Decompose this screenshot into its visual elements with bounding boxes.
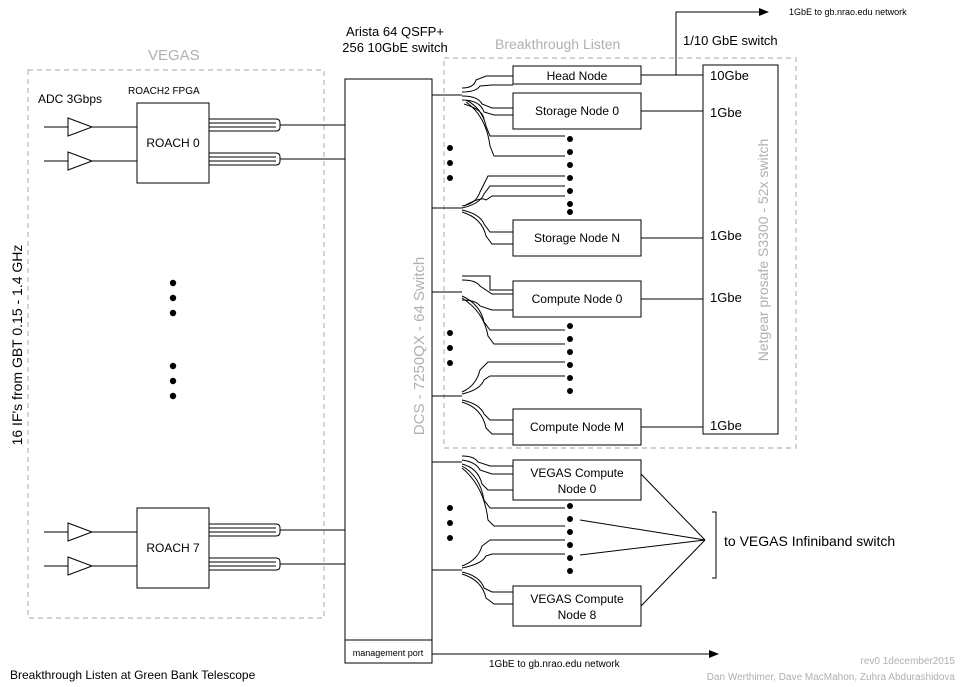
top-network-label: 1GbE to gb.nrao.edu network	[789, 7, 907, 17]
netgear-switch	[702, 64, 779, 435]
vegas-compute-node-8-line1: VEGAS Compute	[530, 592, 624, 606]
adc-inputs-bottom	[44, 522, 137, 576]
mgmt-network-label: 1GbE to gb.nrao.edu network	[489, 659, 621, 670]
bl-region	[443, 57, 797, 449]
fanout-vegas-top	[432, 455, 565, 527]
storage-node-n-label: Storage Node N	[534, 231, 620, 245]
storage-node-n-speed: 1Gbe	[710, 228, 742, 243]
head-node-label: Head Node	[547, 69, 608, 83]
arista-title-1: Arista 64 QSFP+	[346, 24, 444, 39]
roach-0-box	[136, 102, 210, 184]
ellipsis-dots-icon	[169, 362, 177, 400]
compute-node-0-speed: 1Gbe	[710, 290, 742, 305]
vegas-compute-node-8-line2: Node 8	[558, 608, 597, 622]
storage-node-n: Storage Node N 1Gbe	[512, 219, 742, 257]
storage-node-0-box	[512, 92, 642, 130]
storage-node-n-box	[512, 219, 642, 257]
bl-title: Breakthrough Listen	[495, 36, 620, 52]
compute-node-m-label: Compute Node M	[530, 420, 624, 434]
ellipsis-dots-icon	[447, 505, 453, 541]
adc-inputs-top	[44, 117, 137, 171]
ellipsis-dots-icon	[567, 136, 573, 215]
adc-triangle-icon	[67, 522, 94, 542]
ellipsis-dots-icon	[567, 503, 573, 574]
compute-node-m-speed: 1Gbe	[710, 418, 742, 433]
infiniband-label: to VEGAS Infiniband switch	[724, 533, 895, 549]
ellipsis-dots-icon	[447, 145, 453, 181]
compute-node-m-box	[512, 408, 642, 446]
storage-node-0: Storage Node 0 1Gbe	[512, 92, 742, 130]
ellipsis-dots-icon	[447, 330, 453, 366]
adc-triangle-icon	[67, 151, 94, 171]
adc-label: ADC 3Gbps	[38, 92, 102, 106]
footer-title: Breakthrough Listen at Green Bank Telesc…	[10, 668, 256, 682]
vegas-title: VEGAS	[148, 47, 200, 64]
fanout-storage-top	[432, 75, 565, 157]
fpga-label: ROACH2 FPGA	[128, 86, 200, 97]
netgear-switch-label: Netgear prosafe S3300 - 52x switch	[755, 139, 771, 362]
fanout-compute-top	[432, 275, 565, 345]
roach-0-label: ROACH 0	[146, 136, 200, 150]
roach-0-links	[209, 118, 345, 166]
compute-node-m: Compute Node M 1Gbe	[512, 408, 742, 446]
head-node-speed: 10Gbe	[710, 68, 749, 83]
roach-0: ROACH 0	[136, 102, 210, 184]
vegas-compute-node-0: VEGAS Compute Node 0	[512, 459, 642, 501]
fanout-storage-bottom	[432, 175, 565, 245]
ellipsis-dots-icon	[169, 279, 177, 317]
footer-rev: rev0 1december2015	[860, 656, 955, 667]
vegas-compute-node-0-box	[512, 459, 642, 501]
fanout-vegas-bottom	[432, 539, 565, 605]
mgmt-port-label: management port	[353, 648, 424, 658]
vegas-compute-node-8-box	[512, 585, 642, 627]
bl-switch-title: 1/10 GbE switch	[683, 33, 778, 48]
roach-7-box	[136, 507, 210, 589]
infiniband-bracket	[712, 511, 717, 579]
vegas-compute-node-0-line1: VEGAS Compute	[530, 466, 624, 480]
roach-7-label: ROACH 7	[146, 541, 200, 555]
footer-authors: Dan Werthimer, Dave MacMahon, Zuhra Abdu…	[707, 672, 956, 683]
compute-node-0-label: Compute Node 0	[532, 292, 623, 306]
adc-triangle-icon	[67, 556, 94, 576]
roach-7-links	[209, 523, 345, 571]
compute-node-0: Compute Node 0 1Gbe	[512, 280, 742, 318]
if-label: 16 IF's from GBT 0.15 - 1.4 GHz	[9, 245, 25, 446]
fanout-compute-bottom	[432, 361, 565, 435]
adc-triangle-icon	[67, 117, 94, 137]
ellipsis-dots-icon	[567, 323, 573, 394]
vegas-compute-node-0-line2: Node 0	[558, 482, 597, 496]
arista-switch-label: DCS - 7250QX - 64 Switch	[411, 257, 428, 435]
vegas-compute-node-8: VEGAS Compute Node 8	[512, 585, 642, 627]
head-node: Head Node 10Gbe	[512, 65, 749, 85]
arista-switch	[344, 78, 433, 664]
storage-node-0-speed: 1Gbe	[710, 105, 742, 120]
infiniband-links	[579, 473, 717, 607]
roach-7: ROACH 7	[136, 507, 210, 589]
storage-node-0-label: Storage Node 0	[535, 104, 619, 118]
vegas-region	[27, 69, 325, 619]
arista-title-2: 256 10GbE switch	[342, 40, 448, 55]
compute-node-0-box	[512, 280, 642, 318]
